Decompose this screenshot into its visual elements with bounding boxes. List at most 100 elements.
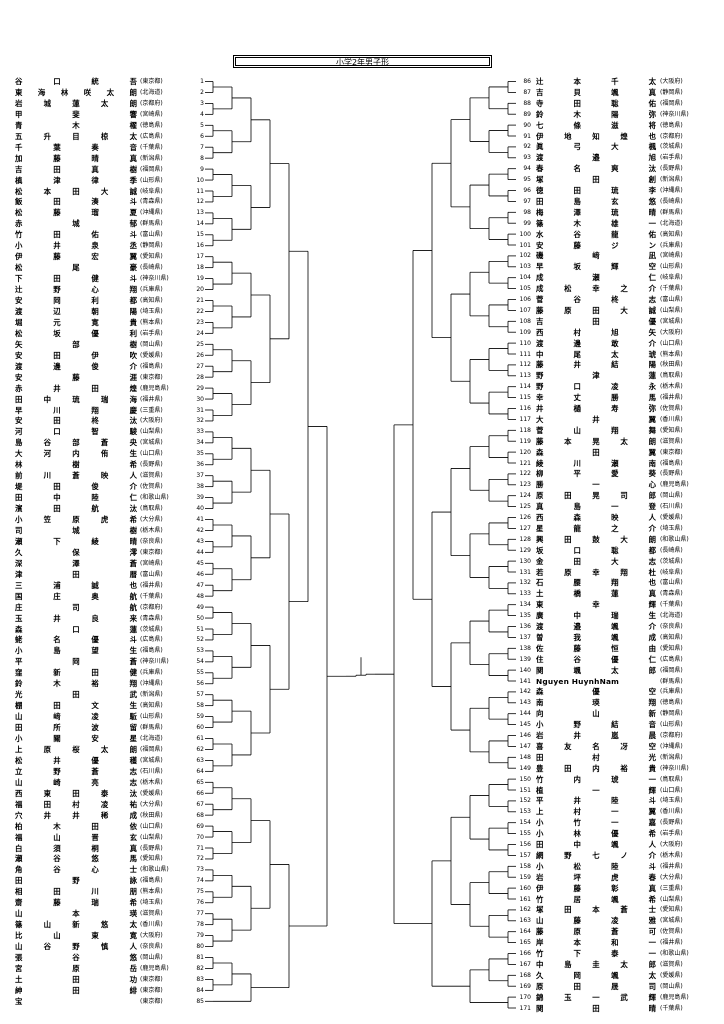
competitor-name: 田所波留 xyxy=(15,723,137,733)
right-entry: 伊藤彰真(三重県)160 xyxy=(513,884,713,893)
competitor-name: 玉井良来 xyxy=(15,613,137,623)
seed-number: 112 xyxy=(519,361,531,369)
competitor-name: 赤城郁 xyxy=(15,219,137,229)
competitor-name: 三浦誠也 xyxy=(15,580,137,590)
seed-number: 31 xyxy=(196,406,204,414)
prefecture: (熊本県) xyxy=(660,350,683,358)
seed-number: 134 xyxy=(519,601,531,609)
competitor-name: 関田晴 xyxy=(536,1003,656,1013)
competitor-name: 東海林咲太朗 xyxy=(15,87,137,97)
right-entry: 廣中瑞生(北海道)135 xyxy=(513,611,713,620)
left-entry: 島谷部蒼央(宮城県)34 xyxy=(15,438,215,447)
prefecture: (福岡県) xyxy=(140,165,163,173)
seed-number: 149 xyxy=(519,764,531,772)
seed-number: 159 xyxy=(519,873,531,881)
competitor-name: 田中陸仁 xyxy=(15,493,137,503)
competitor-name: 福山晋玄 xyxy=(15,832,137,842)
competitor-name: 渡邊敢介 xyxy=(536,338,656,348)
prefecture: (和歌山県) xyxy=(140,494,169,502)
prefecture: (栃木県) xyxy=(140,526,163,534)
prefecture: (宮城県) xyxy=(660,917,683,925)
right-entry: 竹内琥一(鳥取県)150 xyxy=(513,775,713,784)
prefecture: (鳥取県) xyxy=(660,775,683,783)
left-entry: 五升目椋太(広島県)6 xyxy=(15,132,215,141)
competitor-name: 岩坪虎春 xyxy=(536,872,656,882)
seed-number: 14 xyxy=(196,220,204,228)
left-entry: 飯田湊斗(青森県)12 xyxy=(15,197,215,206)
competitor-name: 森口蓮 xyxy=(15,624,137,634)
right-entry: 綾川瀬南(福島県)121 xyxy=(513,459,713,468)
left-entry: 立野蒼志(石川県)64 xyxy=(15,767,215,776)
competitor-name: 石腰翔也 xyxy=(536,578,656,588)
prefecture: (宮城県) xyxy=(140,439,163,447)
prefecture: (滋賀県) xyxy=(660,437,683,445)
competitor-name: 瀬谷悠馬 xyxy=(15,854,137,864)
seed-number: 57 xyxy=(196,691,204,699)
right-entry: 渡邉旭(岩手県)93 xyxy=(513,153,713,162)
seed-number: 16 xyxy=(196,242,204,250)
right-entry: 東幸輝(千葉県)134 xyxy=(513,600,713,609)
prefecture: (愛媛県) xyxy=(140,351,163,359)
seed-number: 144 xyxy=(519,710,531,718)
prefecture: (富山県) xyxy=(140,570,163,578)
seed-number: 62 xyxy=(196,745,204,753)
prefecture: (千葉県) xyxy=(660,601,683,609)
seed-number: 11 xyxy=(196,187,204,195)
prefecture: (群馬県) xyxy=(660,208,683,216)
left-entry: 小關安星(北海道)61 xyxy=(15,734,215,743)
right-entry: 西村旭矢(大阪府)109 xyxy=(513,328,713,337)
left-entry: 相田川朋(熊本県)75 xyxy=(15,887,215,896)
prefecture: (長野県) xyxy=(660,470,683,478)
left-entry: 安田伊吹(愛媛県)26 xyxy=(15,351,215,360)
left-entry: 竹田佑斗(富山県)15 xyxy=(15,230,215,239)
competitor-name: 安岡利都 xyxy=(15,296,137,305)
left-entry: 窪新田健(兵庫県)55 xyxy=(15,668,215,677)
left-entry: 青木櫂(徳島県)5 xyxy=(15,121,215,130)
seed-number: 84 xyxy=(196,986,204,994)
left-entry: 比山東寛(大阪府)79 xyxy=(15,931,215,940)
competitor-name: 篠山新悠太 xyxy=(15,920,137,930)
left-entry: 三浦誠也(福井県)47 xyxy=(15,581,215,590)
competitor-name: 辻本千太 xyxy=(536,77,656,86)
competitor-name: 青木櫂 xyxy=(15,120,137,130)
seed-number: 170 xyxy=(519,993,531,1001)
prefecture: (神奈川県) xyxy=(140,275,169,283)
prefecture: (茨城県) xyxy=(660,557,683,565)
right-entry: 関颯太郎(福岡県)140 xyxy=(513,666,713,675)
competitor-name: 渡辺朝陽 xyxy=(15,306,137,316)
right-entry: 野津蓮(鳥取県)113 xyxy=(513,371,713,380)
left-entry: 岩城蓮太朗(京都府)3 xyxy=(15,99,215,108)
competitor-name: 深澤蒼 xyxy=(15,558,137,568)
prefecture: (群馬県) xyxy=(140,724,163,732)
seed-number: 166 xyxy=(519,950,531,957)
prefecture: (千葉県) xyxy=(140,592,163,600)
competitor-name: 林樹希 xyxy=(15,460,137,470)
competitor-name: 前川蒼映人 xyxy=(15,471,137,481)
seed-number: 53 xyxy=(196,647,204,655)
competitor-name: 伊藤彰真 xyxy=(536,883,656,893)
seed-number: 147 xyxy=(519,742,531,750)
left-entry: 小井泉丞(静岡県)16 xyxy=(15,241,215,250)
right-entry: 岸本和一(福井県)165 xyxy=(513,938,713,947)
prefecture: (徳島県) xyxy=(660,121,683,129)
prefecture: (兵庫県) xyxy=(660,241,683,249)
prefecture: (広島県) xyxy=(140,132,163,140)
seed-number: 50 xyxy=(196,614,204,622)
left-entry: 堀元寛貴(熊本県)23 xyxy=(15,318,215,327)
left-entry: 蛯名優斗(広島県)52 xyxy=(15,635,215,644)
prefecture: (長野県) xyxy=(660,819,683,827)
prefecture: (広島県) xyxy=(660,655,683,663)
competitor-name: 中島圭太郎 xyxy=(536,959,656,969)
competitor-name: 藤井結陽 xyxy=(536,360,656,370)
competitor-name: 角谷心士 xyxy=(15,865,137,875)
seed-number: 3 xyxy=(200,99,204,107)
right-entry: 徳田琉李(沖縄県)96 xyxy=(513,186,713,195)
competitor-name: 河口智駿 xyxy=(15,427,137,437)
competitor-name: 原田晟司 xyxy=(536,981,656,991)
seed-number: 169 xyxy=(519,982,531,990)
prefecture: (山口県) xyxy=(140,450,163,458)
right-entry: 成松幸之介(千葉県)105 xyxy=(513,284,713,293)
right-entry: 久岡颯太(愛媛県)168 xyxy=(513,971,713,980)
prefecture: (北海道) xyxy=(660,219,683,227)
prefecture: (愛知県) xyxy=(140,253,163,261)
